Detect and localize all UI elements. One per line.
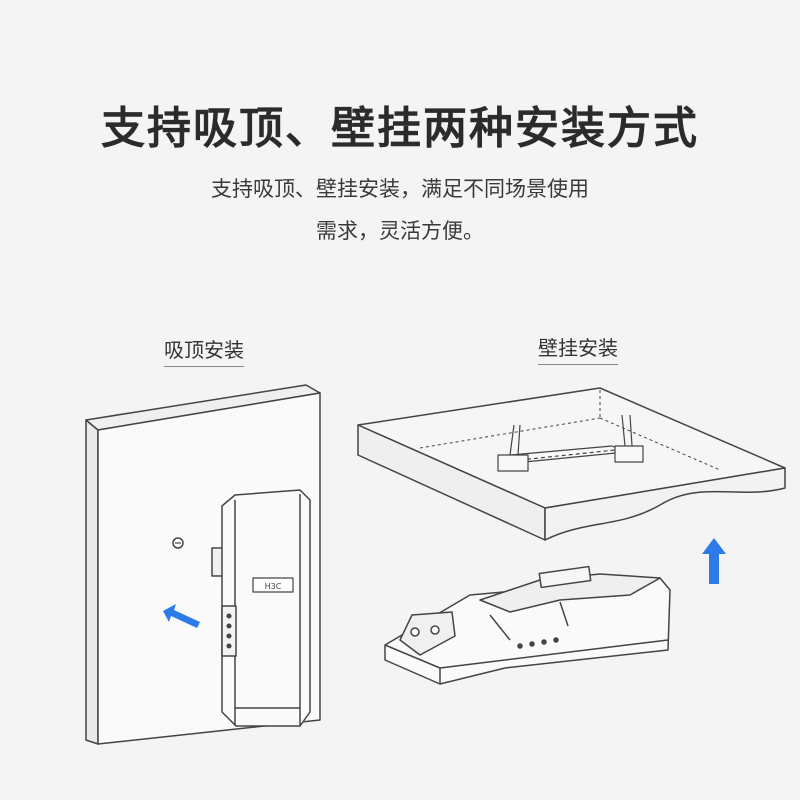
- wall-mount-label: 壁挂安装: [538, 332, 618, 365]
- subtitle-line-1: 支持吸顶、壁挂安装，满足不同场景使用: [211, 177, 589, 201]
- arrow-left-icon: [163, 604, 200, 628]
- slab-side: [85, 419, 99, 745]
- page-subtitle: 支持吸顶、壁挂安装，满足不同场景使用 需求，灵活方便。: [150, 168, 650, 252]
- ceiling-mount-label: 吸顶安装: [164, 334, 244, 367]
- ap-device-underside: [384, 565, 671, 685]
- subtitle-line-2: 需求，灵活方便。: [316, 219, 484, 243]
- ceiling-mount-illustration: H3C: [85, 384, 321, 745]
- device-logo-text: H3C: [265, 582, 282, 591]
- page-title: 支持吸顶、壁挂两种安装方式: [101, 103, 699, 154]
- slab-front-right: [544, 467, 786, 541]
- mount-bracket: [497, 414, 644, 472]
- ap-device-body: [221, 489, 311, 727]
- wall-mount-illustration: [357, 387, 786, 685]
- arrow-up-icon: [702, 538, 726, 584]
- port-panel: [221, 605, 237, 657]
- device-logo: [252, 577, 294, 593]
